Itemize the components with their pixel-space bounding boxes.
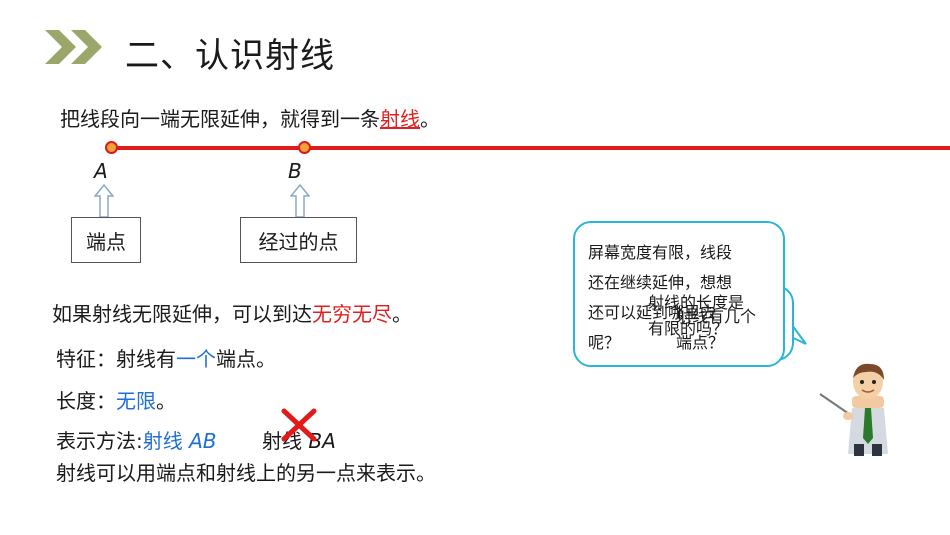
- passing-point-label-box: 经过的点: [240, 217, 357, 263]
- cross-mark-icon: [281, 408, 317, 442]
- infinite-keyword: 无穷无尽: [312, 302, 392, 326]
- speech-bubble-main: [573, 221, 785, 367]
- point-b-dot: [298, 141, 311, 154]
- intro-suffix: 。: [420, 107, 440, 131]
- double-chevron-icon: [45, 30, 102, 64]
- arrow-up-icon: [290, 184, 310, 218]
- ray-line: [111, 146, 950, 150]
- bubble-main-line: 屏幕宽度有限，线段: [588, 243, 733, 262]
- length-sentence: 长度：无限。: [56, 385, 176, 414]
- point-a-label: A: [94, 159, 108, 183]
- notation-label: 表示方法:: [56, 429, 143, 453]
- infinite-suffix: 。: [392, 302, 412, 326]
- bubble-third-text: 射线有几个 端点？: [676, 304, 756, 356]
- bubble-main-text: 屏幕宽度有限，线段 还在继续延伸，想想 还可以延到哪里去 呢？: [588, 238, 732, 358]
- length-suffix: 。: [156, 389, 176, 413]
- length-keyword: 无限: [116, 389, 156, 413]
- endpoint-label-box: 端点: [71, 217, 141, 263]
- notation-correct-letters: AB: [189, 429, 217, 453]
- bubble-third-line: 射线有几个: [676, 307, 757, 326]
- intro-prefix: 把线段向一端无限延伸，就得到一条: [60, 107, 380, 131]
- length-label: 长度：: [56, 389, 116, 413]
- notation-wrong-prefix: 射线: [262, 429, 302, 453]
- intro-keyword: 射线: [380, 107, 420, 131]
- bubble-main-line: 还可以延到哪里去: [588, 303, 717, 322]
- summary-sentence: 射线可以用端点和射线上的另一点来表示。: [56, 461, 436, 485]
- notation-correct-prefix: 射线: [142, 429, 190, 453]
- infinite-sentence: 如果射线无限延伸，可以到达无穷无尽。: [52, 298, 412, 327]
- point-b-label: B: [288, 159, 302, 183]
- feature-keyword: 一个: [176, 347, 216, 371]
- arrow-up-icon: [94, 184, 114, 218]
- page-title: 二、认识射线: [125, 36, 335, 76]
- teacher-figure-icon: [819, 363, 888, 456]
- passing-point-label: 经过的点: [258, 229, 339, 254]
- bubble-second-text: 射线的长度是 有限的吗？: [648, 290, 744, 342]
- bubble-second-line: 射线的长度是: [648, 293, 745, 312]
- bubble-third-line: 端点？: [676, 333, 725, 352]
- endpoint-label: 端点: [86, 229, 126, 254]
- notation-sentence: 表示方法:射线 AB: [56, 425, 217, 454]
- feature-suffix: 端点。: [216, 347, 276, 371]
- intro-sentence: 把线段向一端无限延伸，就得到一条射线。: [60, 103, 440, 132]
- bubble-main-line: 还在继续延伸，想想: [588, 273, 733, 292]
- point-a-dot: [105, 141, 118, 154]
- feature-label: 特征：射线有: [56, 347, 176, 371]
- bubble-second-line: 有限的吗？: [648, 319, 729, 338]
- infinite-prefix: 如果射线无限延伸，可以到达: [52, 302, 312, 326]
- bubble-main-line: 呢？: [588, 333, 621, 352]
- feature-sentence: 特征：射线有一个端点。: [56, 343, 276, 372]
